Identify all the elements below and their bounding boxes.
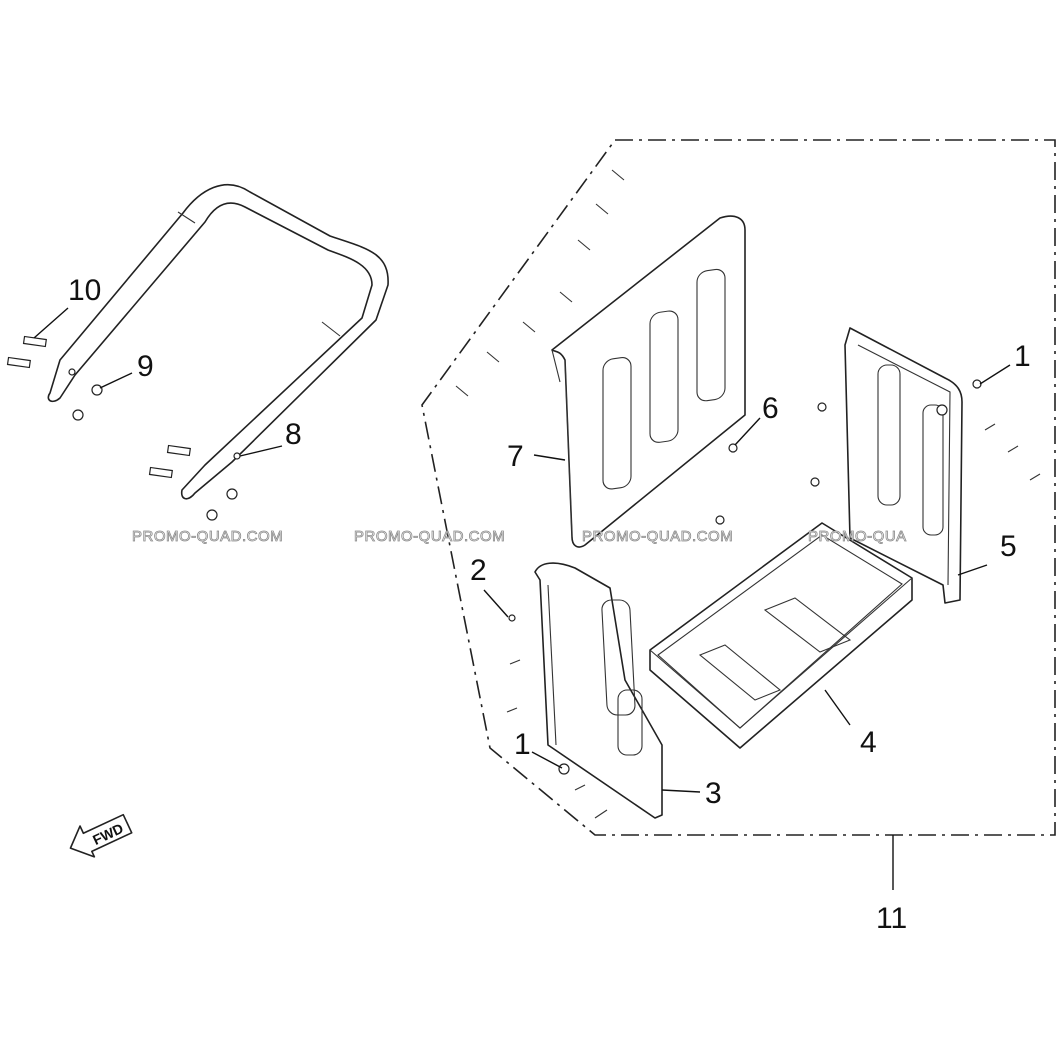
grab-bar — [47, 183, 389, 500]
tray-4 — [649, 522, 913, 749]
panel-7 — [551, 215, 746, 548]
assembly-11-boundary — [421, 139, 1056, 836]
watermark-1: PROMO-QUAD.COM — [132, 528, 283, 545]
callout-1-upper: 1 — [1014, 340, 1031, 373]
fwd-arrow-icon: FWD — [69, 813, 133, 858]
watermark-3: PROMO-QUAD.COM — [582, 528, 733, 545]
callout-9: 9 — [137, 350, 154, 383]
panel-3 — [534, 562, 663, 819]
callout-3: 3 — [705, 777, 722, 810]
panel-5 — [844, 327, 963, 604]
callout-1-lower: 1 — [514, 728, 531, 761]
callout-11: 11 — [876, 902, 907, 935]
rivets — [455, 169, 1041, 819]
nuts-9 — [72, 384, 238, 521]
callout-8: 8 — [285, 418, 302, 451]
watermark-4: PROMO-QUA — [808, 528, 907, 545]
callout-7: 7 — [507, 440, 524, 473]
leader-lines — [33, 307, 1011, 890]
callout-2: 2 — [470, 554, 487, 587]
callout-6: 6 — [762, 392, 779, 425]
callout-5: 5 — [1000, 530, 1017, 563]
callout-10: 10 — [68, 274, 101, 307]
watermark-2: PROMO-QUAD.COM — [354, 528, 505, 545]
bolts-10 — [6, 335, 191, 479]
callout-4: 4 — [860, 726, 877, 759]
screws — [508, 379, 982, 775]
